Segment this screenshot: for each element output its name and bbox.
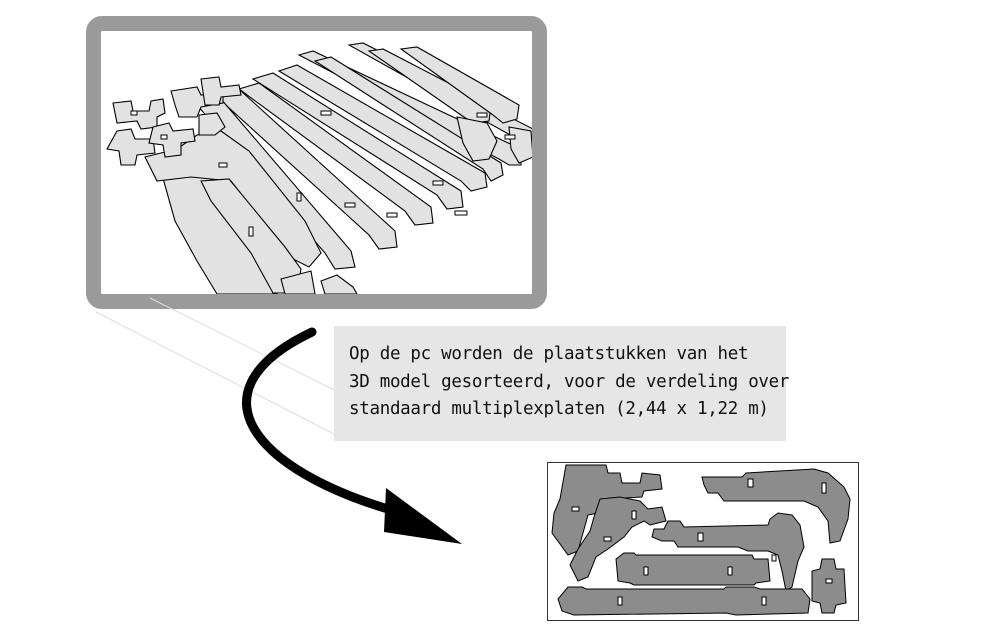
caption-box: Op de pc worden de plaatstukken van het …: [334, 326, 790, 441]
model-piece: [112, 98, 166, 130]
model-piece: [456, 116, 498, 162]
model-slot: [476, 112, 488, 118]
sheet-slot: [771, 554, 777, 562]
model-3d-view: [86, 16, 547, 309]
model-piece: [148, 122, 196, 158]
sheet-slot: [603, 536, 612, 542]
sheet-slot: [821, 482, 827, 494]
model-slot: [386, 212, 398, 218]
sheet-slot: [643, 566, 649, 576]
arrow-head: [384, 488, 462, 544]
model-piece: [215, 90, 398, 250]
sheet-slot: [631, 510, 637, 520]
model-piece: [144, 130, 322, 268]
model-piece: [280, 270, 316, 294]
sheet-pieces: [551, 464, 851, 616]
sheet-slot: [825, 578, 833, 584]
model-3d-pieces: [106, 42, 532, 294]
sheet-slot: [617, 596, 623, 606]
sheet-piece: [557, 586, 811, 616]
model-slot: [454, 210, 468, 216]
sheet-piece: [615, 552, 771, 586]
caption-line-3: standaard multiplexplaten (2,44 x 1,22 m…: [349, 399, 769, 419]
model-piece: [320, 274, 358, 294]
model-piece: [367, 48, 492, 124]
sheet-piece: [651, 512, 805, 592]
caption-line-1: Op de pc worden de plaatstukken van het: [349, 344, 749, 364]
sheet-piece: [551, 464, 663, 556]
sheet-slot: [697, 532, 704, 542]
multiplex-sheet-layout: [547, 462, 859, 621]
sheet-slot: [727, 566, 733, 576]
sheet-piece: [811, 558, 847, 614]
sheet-slot: [747, 478, 754, 488]
sheet-slot: [761, 596, 767, 606]
guide-line: [95, 311, 335, 435]
model-piece: [399, 46, 520, 124]
model-piece: [237, 82, 434, 226]
model-piece: [200, 76, 242, 106]
model-piece: [251, 72, 464, 210]
model-slot: [218, 162, 228, 168]
model-slot: [296, 192, 302, 202]
model-slot: [320, 110, 332, 116]
sheet-piece: [701, 468, 851, 544]
model-piece: [198, 112, 226, 136]
model-piece: [106, 128, 156, 166]
model-slot: [504, 134, 516, 140]
model-slot: [130, 110, 138, 116]
model-slot: [432, 180, 444, 186]
model-piece: [313, 56, 504, 182]
model-slot: [248, 226, 254, 237]
model-slot: [344, 202, 356, 208]
sheet-slot: [571, 506, 580, 512]
model-slot: [160, 134, 168, 140]
model-piece: [277, 64, 488, 192]
sheet-piece: [569, 496, 667, 582]
guide-line: [149, 297, 335, 391]
caption-line-2: 3D model gesorteerd, voor de verdeling o…: [349, 371, 790, 392]
